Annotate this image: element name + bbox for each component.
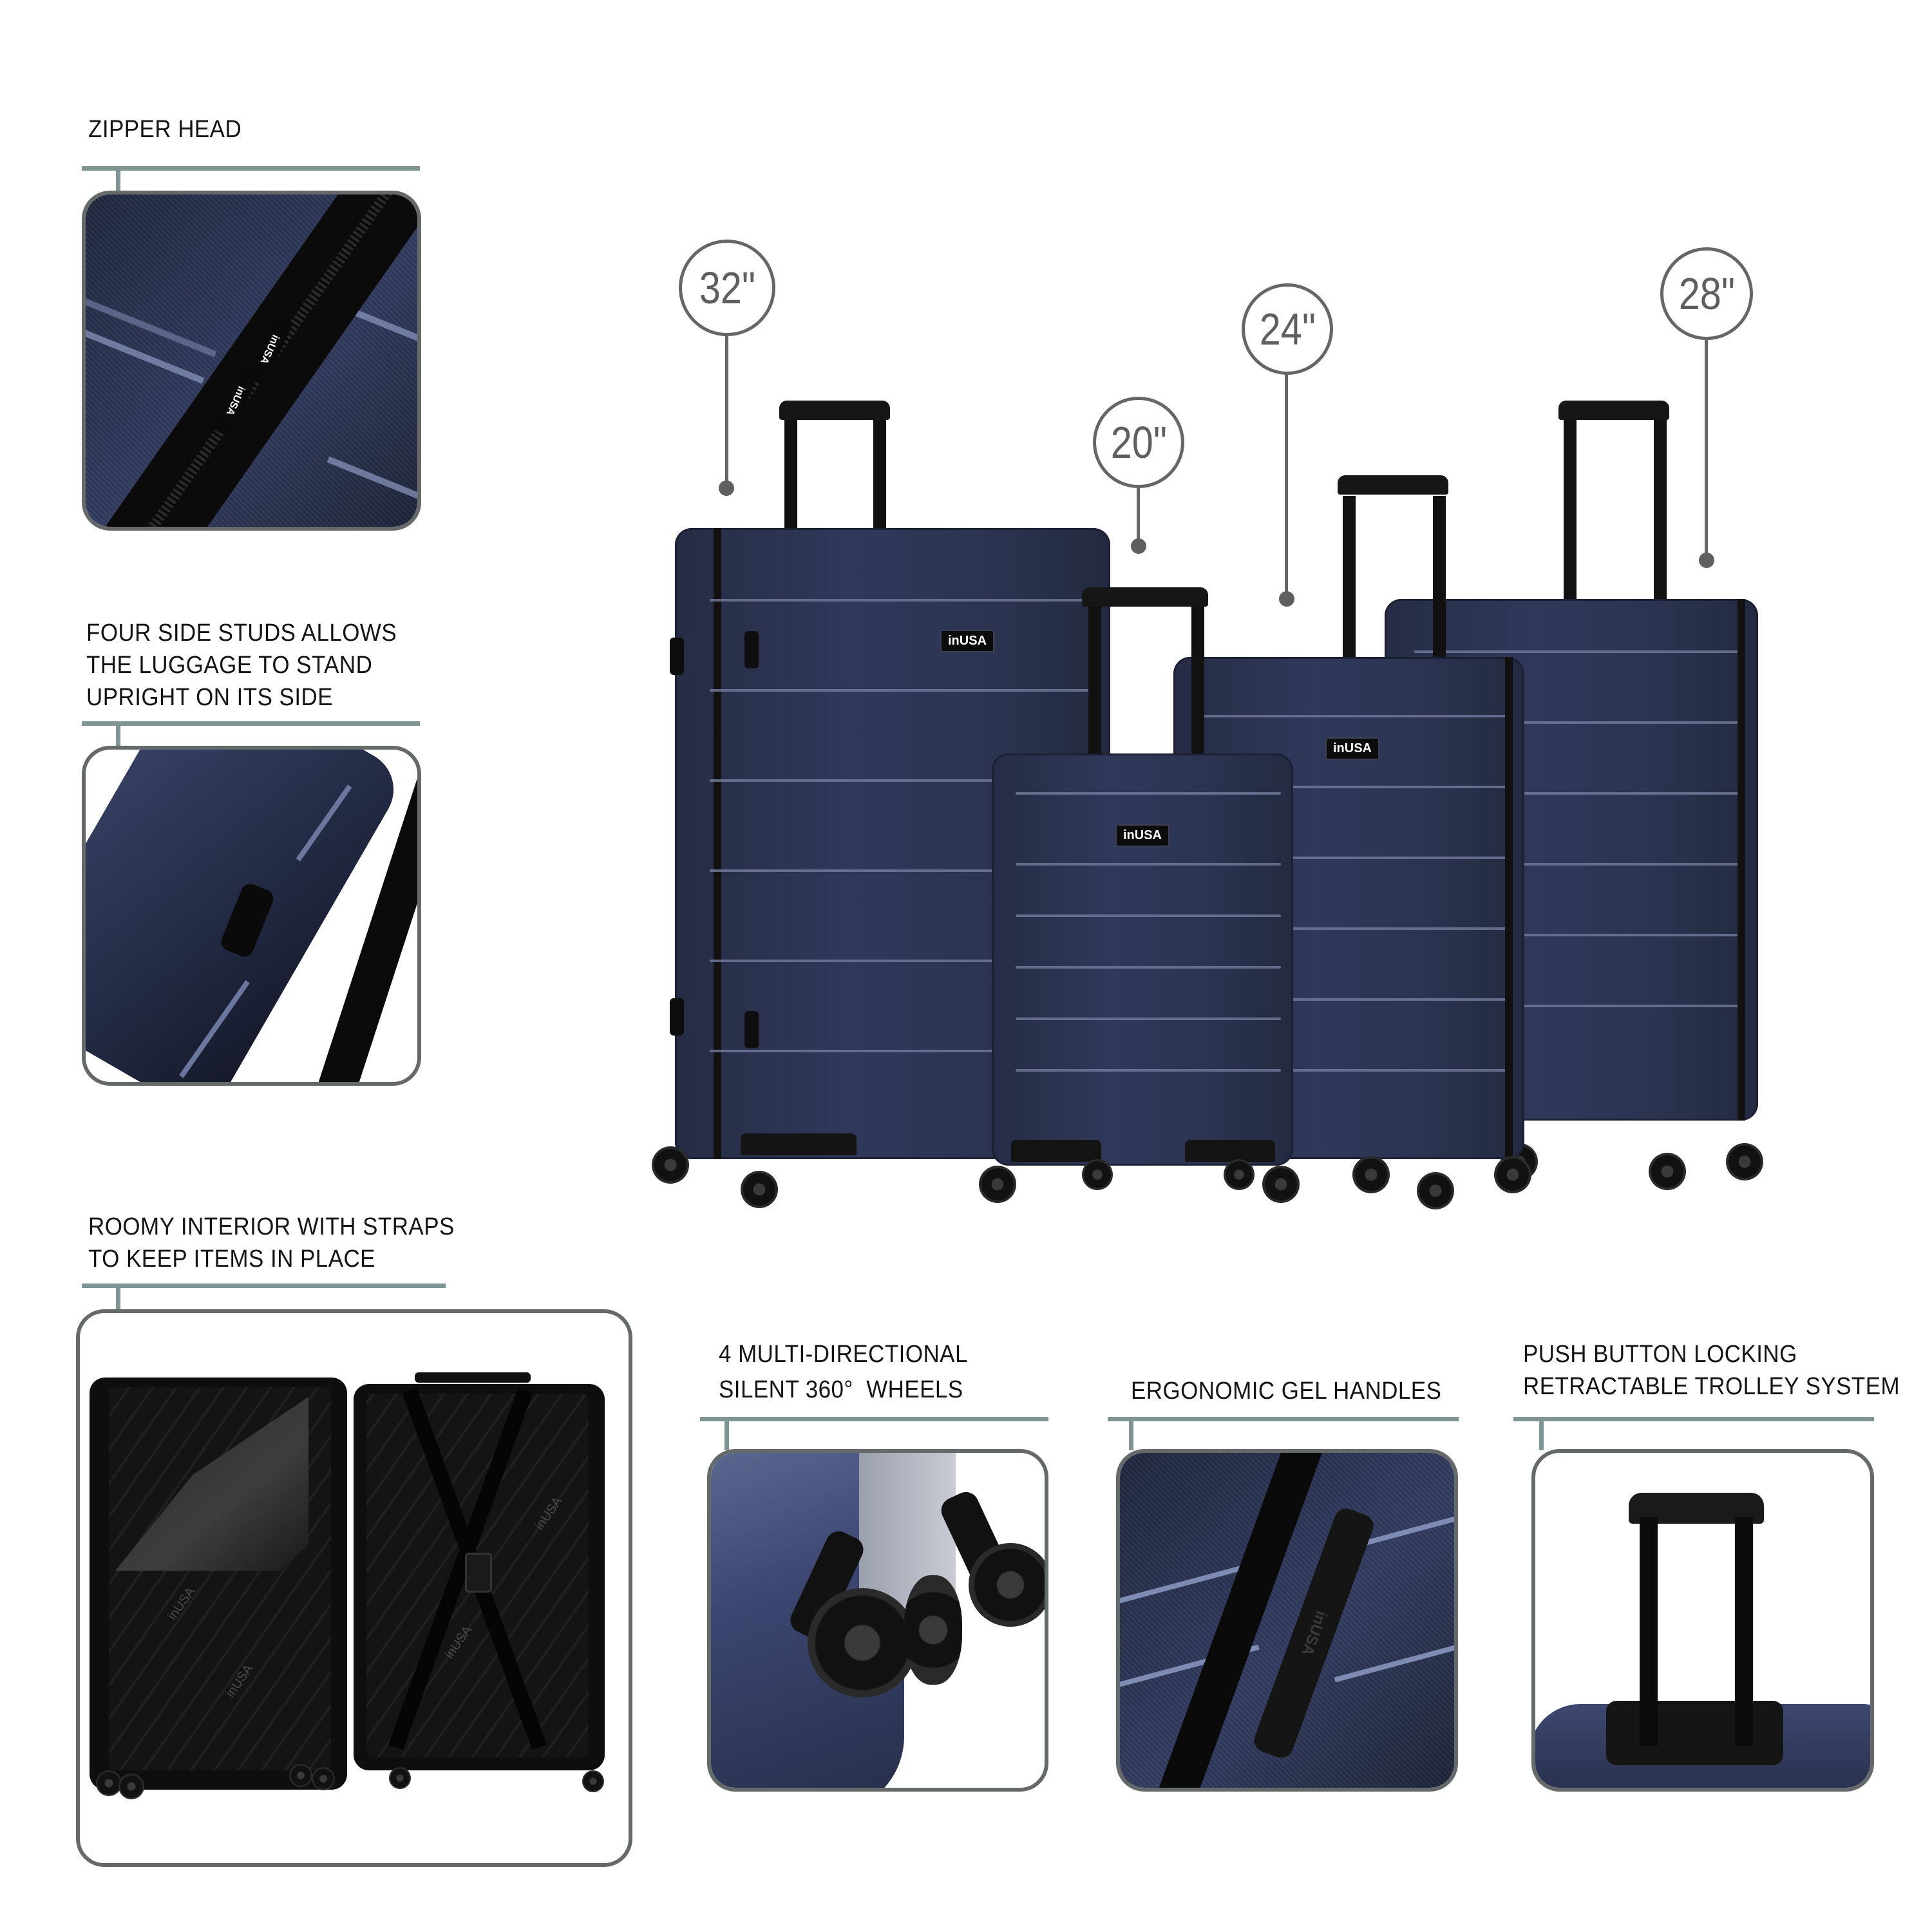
- handles-label: ERGONOMIC GEL HANDLES: [1131, 1378, 1442, 1405]
- trolley-handle-grip: [1558, 401, 1669, 420]
- wheel-icon: [118, 1774, 144, 1799]
- handles-separator: [1108, 1417, 1459, 1421]
- trolley-post: [1433, 496, 1446, 676]
- interior-panel: inUSA inUSA inUSA inUSA: [76, 1309, 632, 1867]
- handles-connector: [1129, 1419, 1133, 1450]
- wheel-housing: [741, 1133, 857, 1155]
- trolley-panel: [1531, 1449, 1874, 1792]
- trolley-post: [1343, 496, 1356, 676]
- zipper-head-label: ZIPPER HEAD: [88, 116, 242, 143]
- callout-dot-20: [1131, 538, 1146, 554]
- wheel-icon: [1649, 1153, 1686, 1190]
- wheel-icon: [741, 1171, 778, 1208]
- trolley-handle-grip: [779, 401, 890, 420]
- size-label-24: 24": [1259, 304, 1316, 354]
- brand-badge: inUSA: [1325, 737, 1379, 760]
- size-callout-32: 32": [679, 240, 775, 336]
- wheel-icon: [289, 1764, 312, 1787]
- wheel-icon: [652, 1146, 689, 1184]
- wheel-icon: [1082, 1159, 1113, 1190]
- trolley-label-line2: RETRACTABLE TROLLEY SYSTEM: [1523, 1373, 1900, 1400]
- interior-label-line1: ROOMY INTERIOR WITH STRAPS: [88, 1213, 455, 1240]
- side-stud-icon: [744, 1011, 759, 1048]
- spinner-wheel-icon: [969, 1543, 1045, 1627]
- side-studs-label-line2: THE LUGGAGE TO STAND: [86, 652, 373, 679]
- interior-label-line2: TO KEEP ITEMS IN PLACE: [88, 1245, 375, 1273]
- wheel-icon: [389, 1767, 411, 1789]
- wheel-icon: [96, 1770, 122, 1796]
- trolley-post: [1088, 605, 1101, 766]
- wheel-icon: [1224, 1159, 1255, 1190]
- trolley-handle-grip: [1082, 587, 1208, 607]
- wheel-icon: [1262, 1166, 1300, 1203]
- side-stud-icon: [744, 631, 759, 668]
- trolley-post: [1654, 419, 1667, 612]
- callout-line-20: [1137, 487, 1140, 542]
- wheel-icon: [312, 1767, 335, 1790]
- size-callout-28: 28": [1660, 247, 1753, 340]
- wheels-connector: [724, 1419, 729, 1450]
- wheels-separator: [700, 1417, 1048, 1421]
- trolley-handle-grip: [1338, 475, 1448, 495]
- side-studs-separator: [82, 721, 420, 726]
- callout-dot-32: [719, 480, 734, 496]
- wheel-icon: [1726, 1143, 1763, 1180]
- case-lining-right: [366, 1394, 589, 1757]
- wheel-icon: [1417, 1172, 1454, 1209]
- zipper-head-separator: [82, 166, 420, 171]
- callout-line-28: [1705, 339, 1708, 558]
- strap-buckle-icon: [465, 1553, 492, 1593]
- brand-badge: inUSA: [940, 630, 994, 652]
- wheel-icon: [1352, 1156, 1390, 1193]
- zipper-head-panel: inUSA inUSA: [82, 191, 421, 531]
- spinner-wheel-icon: [904, 1575, 962, 1685]
- wheel-icon: [582, 1770, 604, 1792]
- size-label-28: 28": [1678, 269, 1735, 319]
- spinner-wheel-icon: [808, 1588, 917, 1698]
- callout-line-24: [1285, 374, 1288, 596]
- callout-line-32: [725, 335, 728, 483]
- size-callout-20: 20": [1093, 397, 1184, 488]
- trolley-post: [784, 419, 797, 541]
- interior-separator: [82, 1283, 446, 1288]
- callout-dot-28: [1699, 553, 1714, 568]
- side-studs-label-line1: FOUR SIDE STUDS ALLOWS: [86, 620, 397, 647]
- zipper-head-connector: [116, 169, 120, 193]
- brand-badge: inUSA: [1115, 824, 1170, 847]
- side-studs-panel: [82, 746, 421, 1086]
- wheels-label-line1: 4 MULTI-DIRECTIONAL: [719, 1341, 968, 1368]
- trolley-post-left-base: [1640, 1701, 1658, 1746]
- trolley-post: [1564, 419, 1577, 612]
- side-stud-icon: [670, 638, 684, 675]
- trolley-housing: [1606, 1701, 1783, 1765]
- handles-panel: inUSA: [1116, 1449, 1458, 1792]
- size-label-32: 32": [699, 263, 755, 313]
- interior-connector: [116, 1286, 120, 1312]
- trolley-label-line1: PUSH BUTTON LOCKING: [1523, 1341, 1797, 1368]
- side-studs-label-line3: UPRIGHT ON ITS SIDE: [86, 684, 333, 711]
- wheel-icon: [1494, 1156, 1531, 1193]
- wheel-housing: [1011, 1140, 1101, 1162]
- trolley-post: [1191, 605, 1204, 766]
- luggage-shell: inUSA: [992, 753, 1293, 1166]
- wheel-housing: [1185, 1140, 1275, 1162]
- trolley-post: [873, 419, 886, 541]
- trolley-separator: [1513, 1417, 1874, 1421]
- size-label-20: 20": [1110, 417, 1167, 468]
- side-stud-icon: [670, 998, 684, 1036]
- top-carry-handle: [415, 1372, 531, 1383]
- wheel-icon: [979, 1166, 1016, 1203]
- size-callout-24: 24": [1242, 283, 1333, 375]
- wheels-label-line2: SILENT 360° WHEELS: [719, 1376, 963, 1403]
- trolley-connector: [1539, 1419, 1544, 1450]
- wheels-panel: [707, 1449, 1048, 1792]
- side-studs-connector: [116, 724, 120, 748]
- callout-dot-24: [1279, 591, 1294, 607]
- trolley-post-right-base: [1735, 1701, 1753, 1746]
